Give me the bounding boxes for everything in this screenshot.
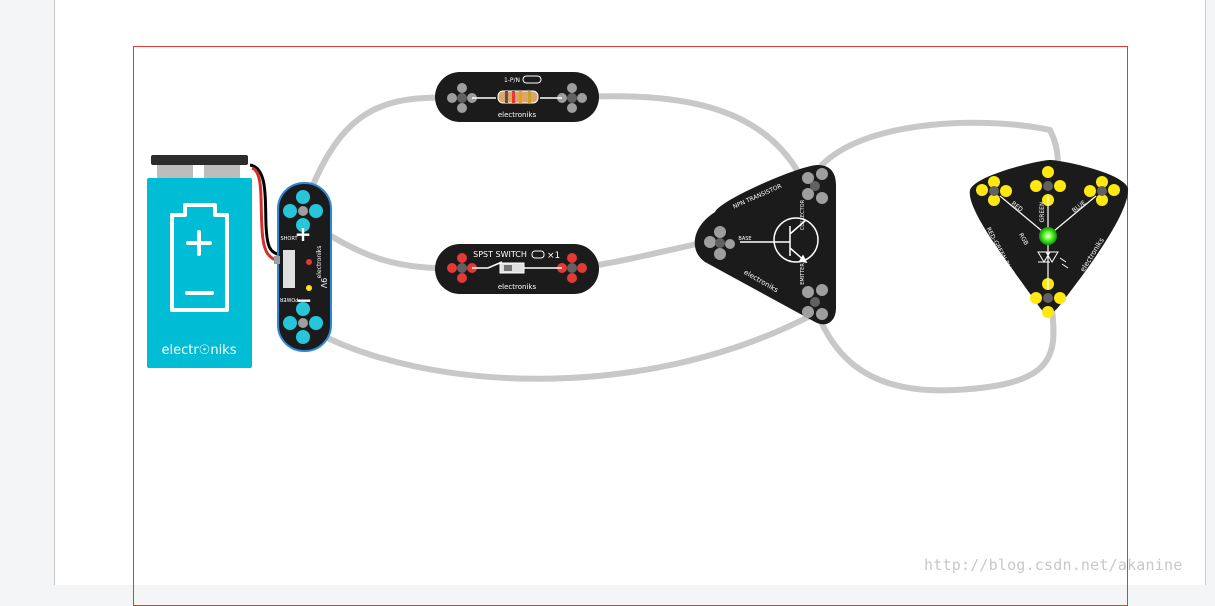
wire-emitter-to-led[interactable] <box>809 297 1057 394</box>
led-green-label: GREEN <box>1039 202 1046 223</box>
battery-board-pads <box>283 190 323 344</box>
circuit-diagram: electr☉niks + − SHORT POWER 9V electroni… <box>147 72 1129 394</box>
battery-board-voltage: 9V <box>319 278 328 289</box>
transistor-emitter-label: EMITTER <box>800 263 806 285</box>
wires <box>302 93 1061 394</box>
rgb-led-board[interactable]: RED GREEN BLUE RGB RED-GREEN-BLUE LED el… <box>969 160 1129 318</box>
battery-charge-icon <box>170 203 229 312</box>
watermark: http://blog.csdn.net/akanine <box>924 556 1183 574</box>
switch-mini-icon <box>531 250 545 259</box>
battery-board[interactable]: + − SHORT POWER 9V electroniks <box>274 182 332 352</box>
battery-board-short-label: SHORT <box>280 236 298 242</box>
switch-brand: electroniks <box>498 283 537 291</box>
scrollbar-track[interactable] <box>1206 0 1215 585</box>
resistor-brand: electroniks <box>498 111 537 119</box>
resistor-title: 1-P/N <box>504 77 520 84</box>
transistor-base-label: BASE <box>738 236 751 242</box>
battery-board-power-label: POWER <box>279 296 298 302</box>
battery-brand: electr☉niks <box>161 343 236 358</box>
transistor-board[interactable]: NPN TRANSISTOR BASE COLLECTOR EMITTER el… <box>694 165 836 325</box>
wire-battery-to-resistor[interactable] <box>302 94 458 208</box>
left-sidebar <box>0 0 55 585</box>
led-light <box>1039 227 1057 245</box>
wire-resistor-to-transistor[interactable] <box>582 93 808 188</box>
wire-battery-to-emitter[interactable] <box>309 312 815 382</box>
wire-collector-to-led[interactable] <box>809 119 1061 188</box>
switch-title: SPST SWITCH <box>473 250 527 259</box>
resistor-icon <box>497 90 539 104</box>
npn-transistor-icon <box>740 217 819 263</box>
transistor-collector-label: COLLECTOR <box>800 199 806 230</box>
wire-battery-to-switch[interactable] <box>315 225 458 272</box>
battery-board-minus: − <box>296 288 313 312</box>
switch-board[interactable]: SPST SWITCH ×1 electroniks <box>435 244 599 294</box>
battery-board-plus: + <box>295 222 312 246</box>
switch-count: ×1 <box>547 251 560 261</box>
battery-9v[interactable]: electr☉niks <box>147 155 281 368</box>
battery-board-brand: electroniks <box>316 246 323 279</box>
led-symbol-icon <box>1037 251 1069 269</box>
resistor-board[interactable]: 1-P/N electroniks <box>435 72 599 122</box>
rgb-led-pads <box>976 166 1120 318</box>
